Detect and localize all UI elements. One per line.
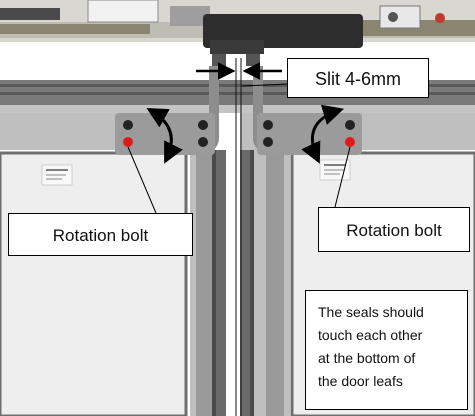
seals-note-line: touch each other bbox=[318, 327, 423, 343]
left-bolt-leader-line bbox=[127, 146, 157, 214]
seals-note-line: at the bottom of bbox=[318, 350, 416, 366]
left-door-leaf bbox=[0, 113, 226, 416]
motor-housing bbox=[203, 14, 363, 48]
right-bolt-leader-line bbox=[334, 146, 351, 208]
slit-label: Slit 4-6mm bbox=[287, 58, 429, 98]
slit-leader-line bbox=[241, 83, 289, 87]
left-rotation-bolt bbox=[123, 137, 133, 147]
right-rotation-arc bbox=[301, 104, 345, 164]
right-rotation-bolt bbox=[345, 137, 355, 147]
rotation-bolt-label-right: Rotation bolt bbox=[318, 207, 470, 252]
overhead-mechanism bbox=[0, 0, 475, 48]
rotation-bolt-label-left: Rotation bolt bbox=[8, 213, 193, 256]
left-rotation-arc bbox=[146, 107, 183, 164]
left-bracket bbox=[115, 113, 215, 155]
seals-note-line: The seals should bbox=[318, 304, 424, 320]
seals-note: The seals should touch each other at the… bbox=[305, 290, 468, 410]
right-bracket bbox=[257, 113, 362, 155]
left-door-sticker bbox=[41, 164, 73, 186]
seals-note-line: the door leafs bbox=[318, 373, 403, 389]
